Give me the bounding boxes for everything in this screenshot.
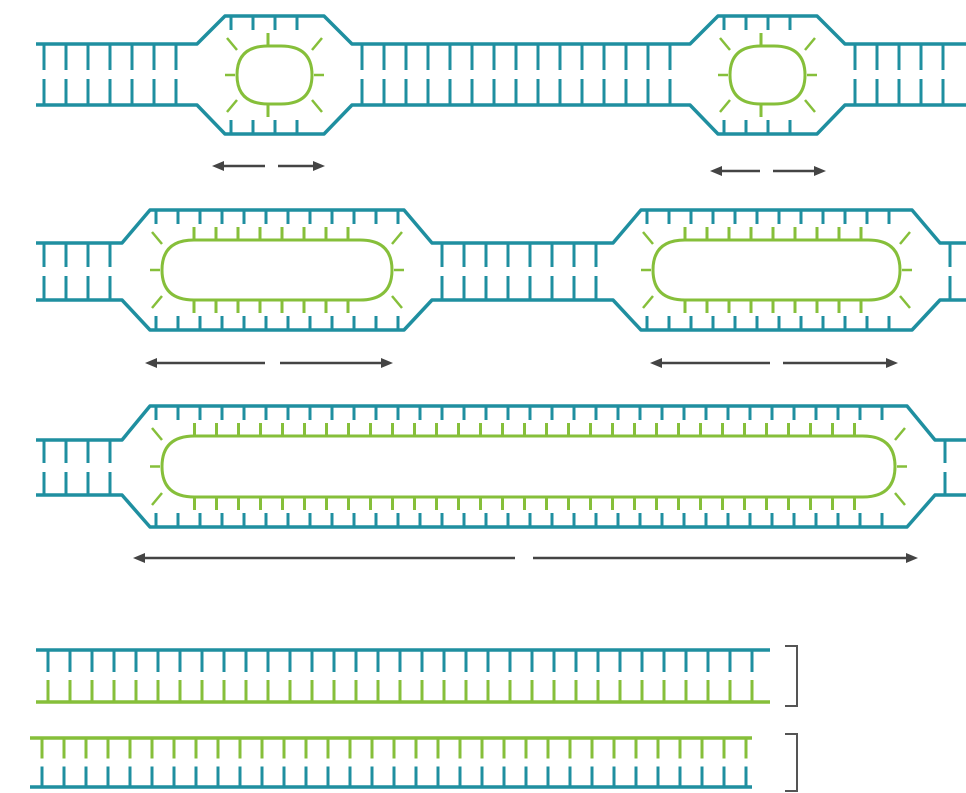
parental-strand-bottom [36,300,966,330]
new-strand-fork-tick [895,493,905,505]
new-strand-fork-tick [392,232,402,244]
new-strand-fork-tick [805,100,815,112]
daughter-molecule-2 [30,734,797,791]
new-strand-fork-tick [805,38,815,50]
parental-strand-bottom [36,105,966,134]
fork-arrowhead-left [650,358,662,368]
new-strand-fork-tick [312,100,322,112]
new-strand-fork-tick [720,38,730,50]
stage-3-merged-bubble [36,406,966,527]
stage-2-fork-arrows [145,358,898,368]
fork-arrowhead-left [145,358,157,368]
new-strand-fork-tick [152,493,162,505]
new-strand-fork-tick [900,232,910,244]
fork-arrowhead-right [886,358,898,368]
parental-strand-top [36,210,966,243]
fork-arrowhead-right [313,161,325,171]
new-strand-fork-tick [643,296,653,308]
stage-1-replication-bubbles [36,16,966,134]
molecule-bracket [785,734,797,791]
fork-arrowhead-left [133,553,145,563]
new-strand-fork-tick [720,100,730,112]
new-strand-fork-tick [643,232,653,244]
daughter-molecule-1 [36,646,797,706]
new-strand-loop [237,46,312,104]
new-strand-fork-tick [227,38,237,50]
molecule-bracket [785,646,797,706]
fork-arrowhead-left [710,166,722,176]
fork-arrowhead-right [814,166,826,176]
new-strand-fork-tick [152,428,162,440]
new-strand-fork-tick [152,232,162,244]
stage-1-fork-arrows [212,161,826,176]
new-strand-loop [162,436,895,497]
new-strand-loop [162,240,392,300]
parental-strand-top [36,16,966,44]
new-strand-fork-tick [392,296,402,308]
new-strand-fork-tick [227,100,237,112]
new-strand-loop [653,240,900,300]
fork-arrowhead-right [381,358,393,368]
new-strand-loop [730,46,805,104]
new-strand-fork-tick [312,38,322,50]
new-strand-fork-tick [895,428,905,440]
fork-arrowhead-left [212,161,224,171]
new-strand-fork-tick [900,296,910,308]
stage-3-fork-arrows [133,553,918,563]
fork-arrowhead-right [906,553,918,563]
new-strand-fork-tick [152,296,162,308]
stage-2-growing-bubbles [36,210,966,330]
